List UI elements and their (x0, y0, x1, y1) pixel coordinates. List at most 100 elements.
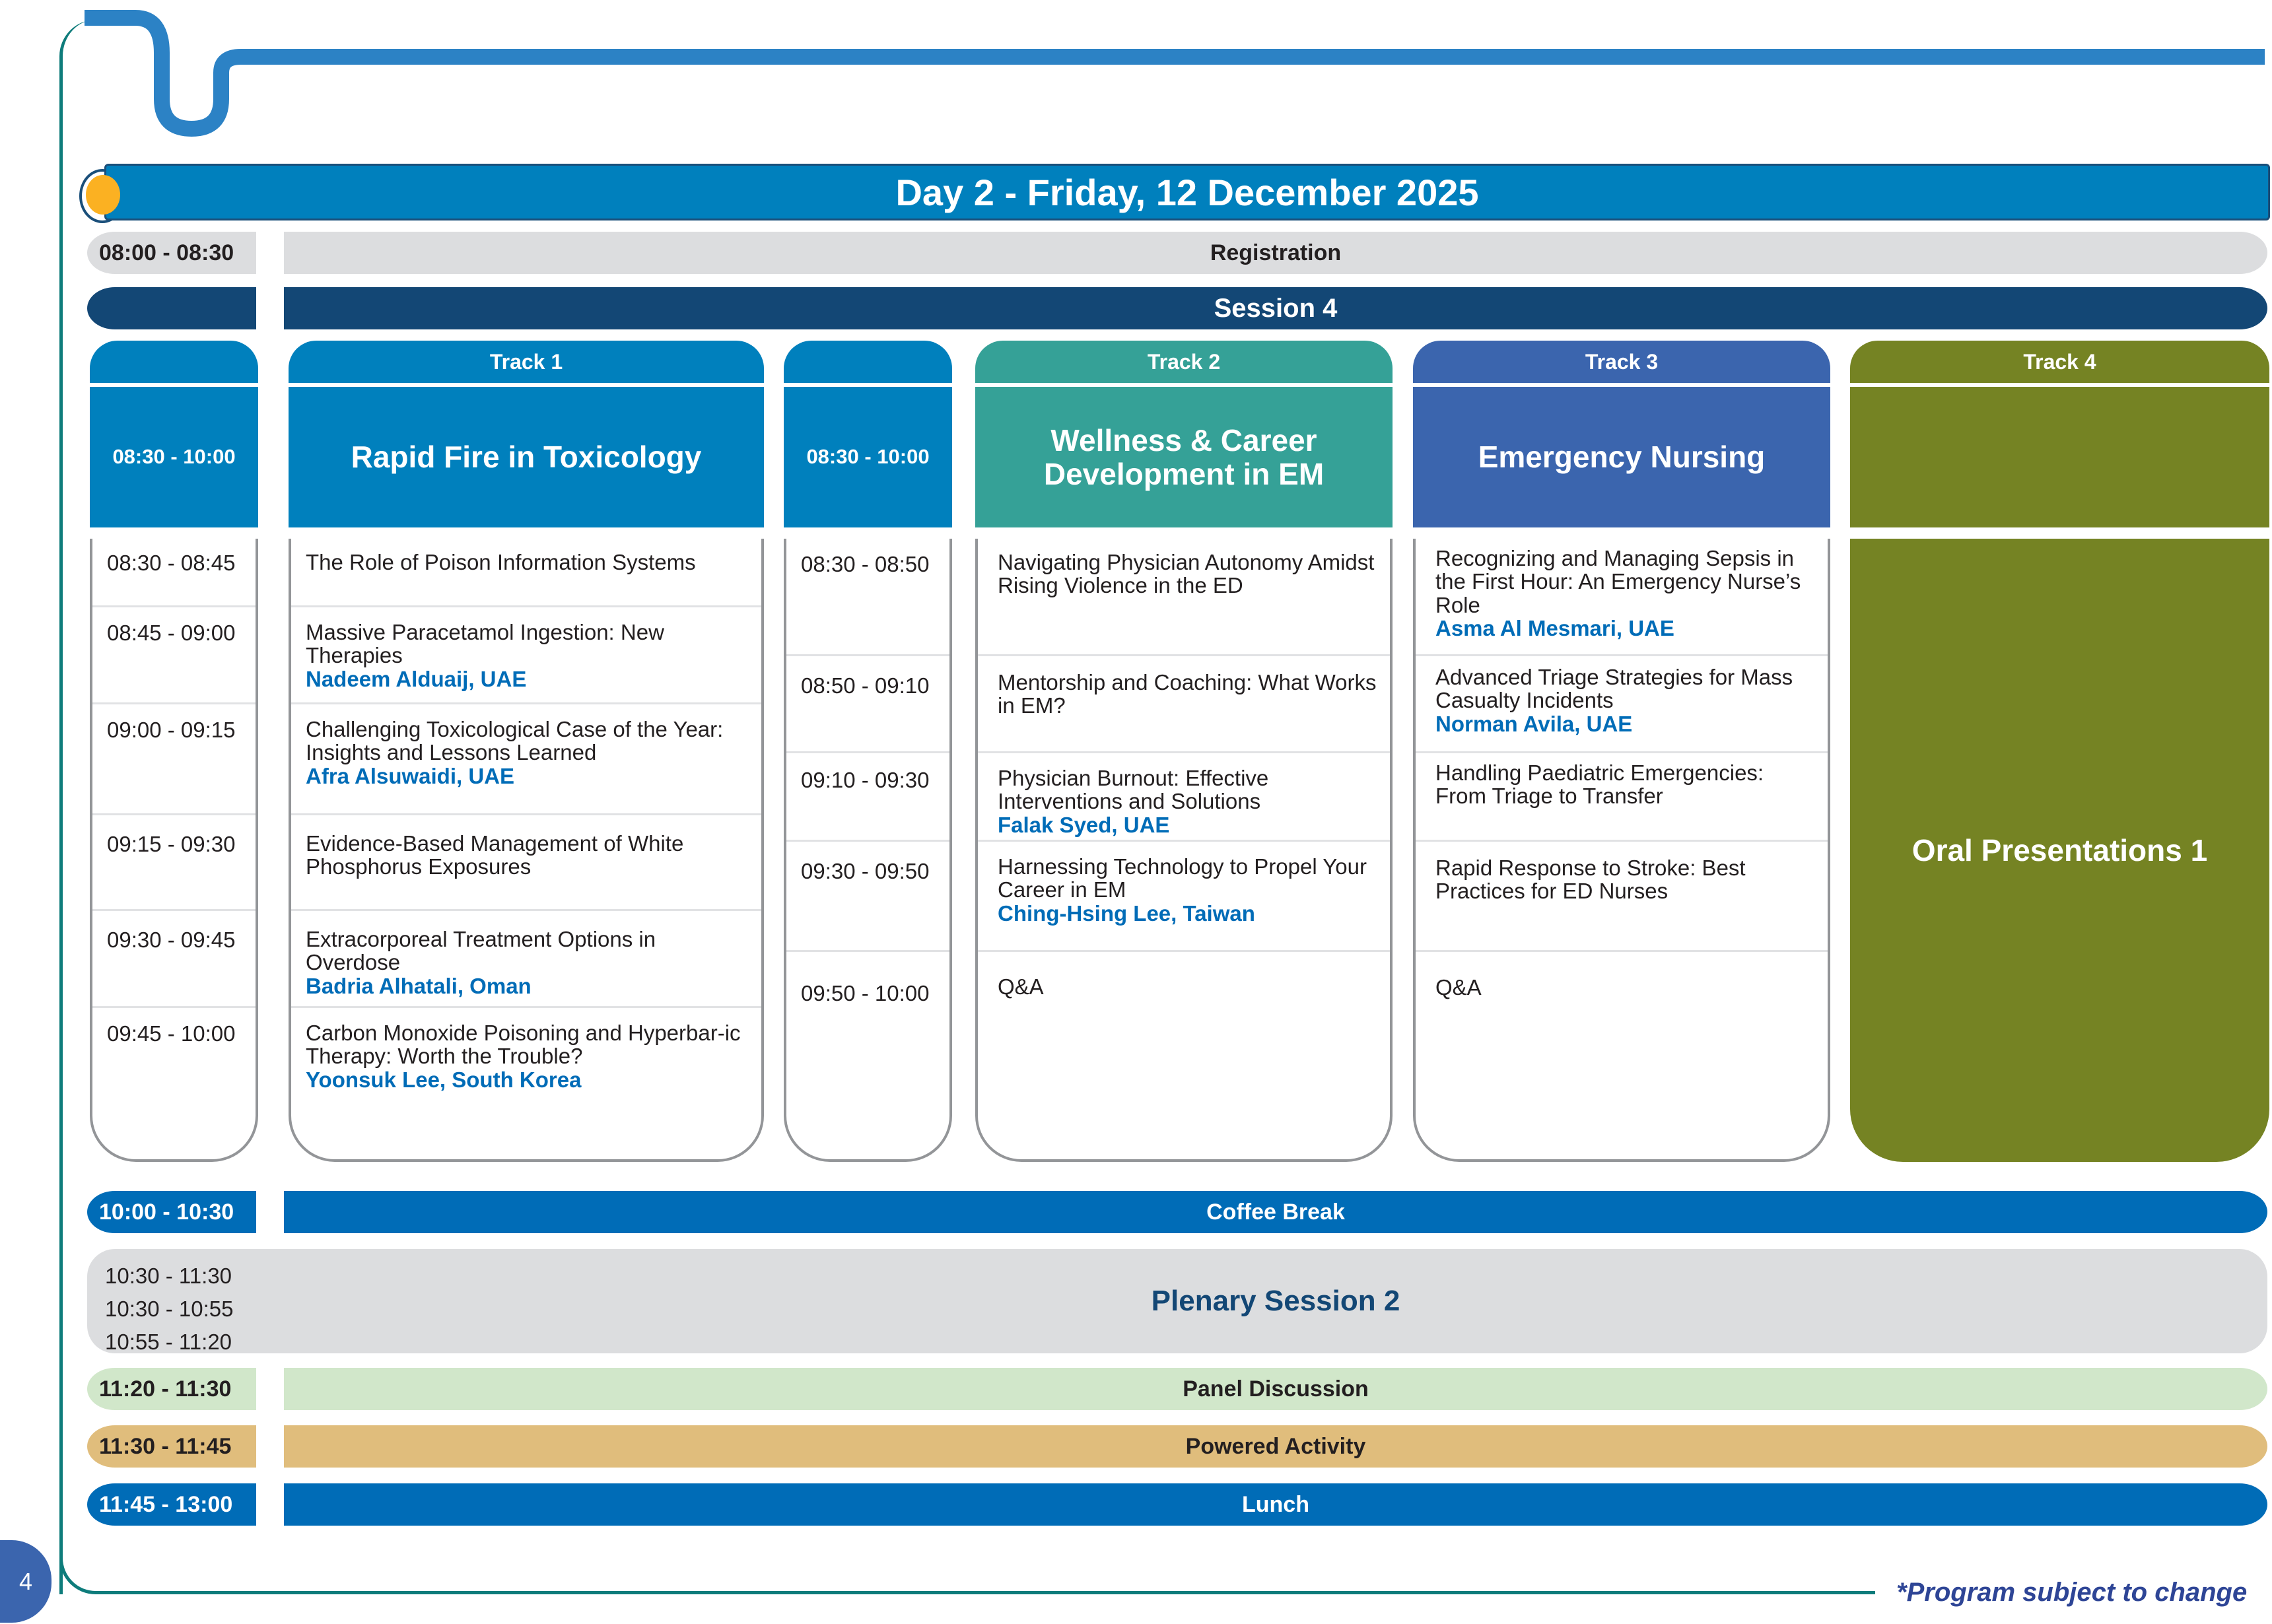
panel-time: 11:20 - 11:30 (87, 1368, 256, 1410)
track-2-talks-list: Navigating Physician Autonomy Amidst Ris… (975, 539, 1393, 1162)
list-item: 09:00 - 09:15 (92, 704, 256, 815)
track-2-title: Wellness & Career Development in EM (1043, 423, 1325, 491)
page-number: 4 (18, 1567, 33, 1595)
time-tab-head-2 (784, 341, 952, 383)
talk-item: Handling Paediatric Emergencies: From Tr… (1416, 753, 1828, 842)
slot-time: 09:15 - 09:30 (107, 832, 236, 856)
talk-item: Recognizing and Managing Sepsis in the F… (1416, 539, 1828, 656)
day-title-bar: Day 2 - Friday, 12 December 2025 (104, 164, 2270, 220)
lunch-label: Lunch (1242, 1491, 1309, 1517)
track-1-title: Rapid Fire in Toxicology (351, 440, 702, 475)
slot-time: 09:00 - 09:15 (107, 718, 236, 742)
day-title: Day 2 - Friday, 12 December 2025 (895, 171, 1479, 213)
slot-time: 09:45 - 10:00 (107, 1021, 236, 1046)
talk-item: The Role of Poison Information Systems (291, 539, 761, 607)
plenary-time: 10:55 - 11:20 (105, 1330, 232, 1354)
page-number-badge: 4 (0, 1540, 52, 1623)
track-3-talks-list: Recognizing and Managing Sepsis in the F… (1413, 539, 1830, 1162)
plenary-title: Plenary Session 2 (284, 1249, 2267, 1353)
tab-track-2[interactable]: Track 2 (975, 341, 1393, 383)
speaker-name: Norman Avila, UAE (1435, 711, 1633, 736)
panel-time-text: 11:20 - 11:30 (99, 1376, 232, 1402)
talk-title: Evidence-Based Management of White Phosp… (306, 831, 684, 879)
speaker-name: Falak Syed, UAE (998, 812, 1170, 837)
talk-item: Q&A (978, 952, 1390, 1084)
talk-item: Navigating Physician Autonomy Amidst Ris… (978, 539, 1390, 656)
coffee-time: 10:00 - 10:30 (87, 1191, 256, 1233)
track-1-title-block: Rapid Fire in Toxicology (289, 387, 764, 527)
frame-left-line (59, 20, 99, 1594)
talk-item: Evidence-Based Management of White Phosp… (291, 815, 761, 911)
talk-title: Extracorporeal Treatment Options in Over… (306, 927, 656, 975)
list-item: 08:30 - 08:45 (92, 539, 256, 607)
block-time-2: 08:30 - 10:00 (806, 445, 930, 469)
panel-bar: Panel Discussion (284, 1368, 2267, 1410)
coffee-time-text: 10:00 - 10:30 (99, 1199, 234, 1225)
tab-track-3[interactable]: Track 3 (1413, 341, 1830, 383)
registration-bar: Registration (284, 232, 2267, 274)
speaker-name: Nadeem Alduaij, UAE (306, 666, 527, 691)
speaker-name: Afra Alsuwaidi, UAE (306, 763, 514, 788)
talk-item: Q&A (1416, 952, 1828, 1084)
talk-title: The Role of Poison Information Systems (306, 550, 696, 574)
session-time-pill (87, 287, 256, 329)
talk-title: Carbon Monoxide Poisoning and Hyperbar-i… (306, 1021, 741, 1069)
list-item: 08:30 - 08:50 (786, 539, 949, 656)
speaker-name: Badria Alhatali, Oman (306, 973, 532, 998)
track-3-tab-label: Track 3 (1585, 349, 1659, 374)
block-time-1: 08:30 - 10:00 (112, 445, 236, 469)
list-item: 09:10 - 09:30 (786, 753, 949, 842)
panel-label: Panel Discussion (1183, 1376, 1369, 1402)
track-2-title-block: Wellness & Career Development in EM (975, 387, 1393, 527)
slot-time: 09:10 - 09:30 (801, 768, 930, 792)
talk-item: Physician Burnout: Effective Interventio… (978, 753, 1390, 842)
lunch-time: 11:45 - 13:00 (87, 1483, 256, 1526)
track-4-title-block (1850, 387, 2269, 527)
talk-title: Rapid Response to Stroke: Best Practices… (1435, 856, 1746, 904)
powered-time: 11:30 - 11:45 (87, 1425, 256, 1468)
track-3-title-block: Emergency Nursing (1413, 387, 1830, 527)
talk-title: Advanced Triage Strategies for Mass Casu… (1435, 665, 1793, 713)
tab-track-4[interactable]: Track 4 (1850, 341, 2269, 383)
list-item: 09:30 - 09:50 (786, 842, 949, 952)
talk-item: Massive Paracetamol Ingestion: New Thera… (291, 607, 761, 704)
talk-item: Extracorporeal Treatment Options in Over… (291, 911, 761, 1008)
time-block-1: 08:30 - 10:00 (90, 387, 258, 527)
footnote-text: *Program subject to change (1896, 1578, 2248, 1607)
talk-title: Navigating Physician Autonomy Amidst Ris… (998, 550, 1375, 598)
slot-time: 09:30 - 09:50 (801, 859, 930, 883)
talk-item: Challenging Toxicological Case of the Ye… (291, 704, 761, 815)
talk-title: Q&A (1435, 975, 1482, 999)
track-4-tab-label: Track 4 (2023, 349, 2096, 374)
slot-time: 08:30 - 08:50 (801, 552, 930, 576)
coffee-bar: Coffee Break (284, 1191, 2267, 1233)
header-wave-decoration (85, 10, 2265, 137)
talk-item: Advanced Triage Strategies for Mass Casu… (1416, 656, 1828, 753)
sun-dot-icon (86, 175, 120, 215)
track-3-title: Emergency Nursing (1478, 440, 1766, 475)
talk-title: Physician Burnout: Effective Interventio… (998, 766, 1269, 814)
talk-title: Massive Paracetamol Ingestion: New Thera… (306, 620, 664, 668)
slot-time: 08:50 - 09:10 (801, 673, 930, 698)
tab-track-1[interactable]: Track 1 (289, 341, 764, 383)
powered-time-text: 11:30 - 11:45 (99, 1433, 232, 1459)
registration-label: Registration (1210, 240, 1342, 265)
list-item: 08:45 - 09:00 (92, 607, 256, 704)
track-4-oral-presentations: Oral Presentations 1 (1850, 539, 2269, 1162)
plenary-time: 10:30 - 11:30 (105, 1264, 232, 1288)
plenary-times: 10:30 - 11:30 10:30 - 10:55 10:55 - 11:2… (87, 1249, 234, 1359)
powered-label: Powered Activity (1185, 1433, 1366, 1459)
speaker-name: Asma Al Mesmari, UAE (1435, 615, 1674, 640)
footnote: *Program subject to change (1896, 1578, 2247, 1607)
talk-item: Rapid Response to Stroke: Best Practices… (1416, 842, 1828, 952)
slot-time: 09:50 - 10:00 (801, 981, 930, 1005)
track-1-tab-label: Track 1 (489, 349, 563, 374)
plenary-block: 10:30 - 11:30 10:30 - 10:55 10:55 - 11:2… (87, 1249, 2267, 1354)
talk-item: Mentorship and Coaching: What Works in E… (978, 656, 1390, 753)
speaker-name: Ching-Hsing Lee, Taiwan (998, 900, 1255, 926)
registration-time-text: 08:00 - 08:30 (99, 240, 234, 265)
list-item: 09:30 - 09:45 (92, 911, 256, 1008)
slot-time: 08:30 - 08:45 (107, 551, 236, 575)
talk-title: Mentorship and Coaching: What Works in E… (998, 670, 1377, 718)
time-tab-head-1 (90, 341, 258, 383)
